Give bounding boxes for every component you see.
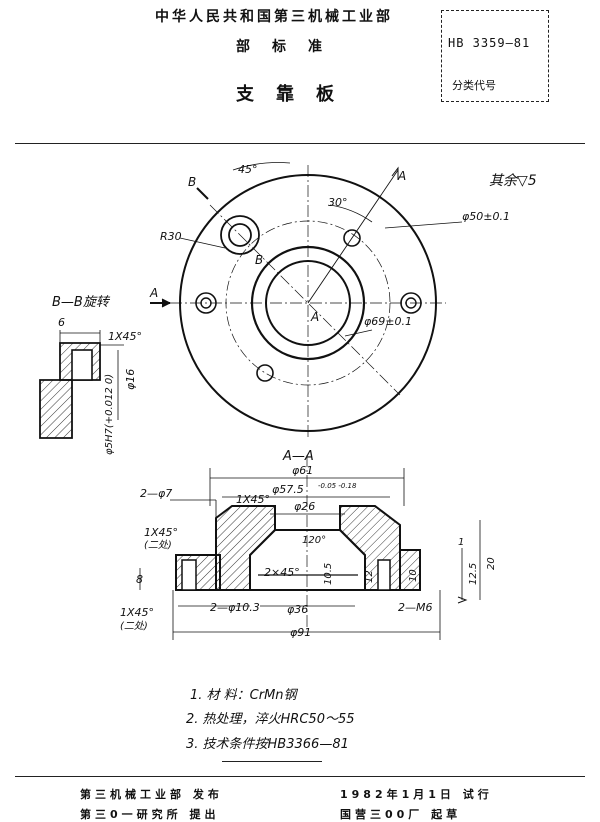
- mark-a-centre: A: [310, 310, 319, 324]
- dia-50-label: φ50±0.1: [462, 210, 510, 223]
- section-aa-title: A—A: [282, 449, 314, 464]
- aa-dia-36: φ36: [287, 603, 308, 616]
- top-view: [150, 162, 463, 440]
- aa-angle-120: 120°: [302, 535, 326, 546]
- aa-dim-12-5: 12.5: [468, 563, 479, 585]
- section-bb-view: [39, 330, 124, 439]
- aa-holes-phi7: 2—φ7: [140, 487, 172, 500]
- ministry-name: 中华人民共和国第三机械工业部: [155, 9, 393, 25]
- aa-holes-phi10-3: 2—φ10.3: [210, 601, 260, 614]
- aa-dia-26: φ26: [294, 500, 315, 513]
- aa-dia-61: φ61: [292, 464, 313, 477]
- issuer: 第三机械工业部 发布: [80, 788, 223, 801]
- mark-a-left: A: [149, 286, 158, 300]
- section-aa-view: [139, 455, 481, 640]
- aa-chamfer-top: 1X45°: [236, 493, 270, 506]
- aa-threads-m6: 2—M6: [398, 601, 433, 614]
- aa-chamfer-2x45: 2×45°: [264, 566, 300, 579]
- footer-divider: [15, 776, 585, 777]
- aa-tol-57-5: -0.05 -0.18: [318, 482, 357, 490]
- aa-dim-10-5: 10.5: [323, 563, 334, 585]
- note-heat-treatment: 2. 热处理，淬火HRC50～55: [186, 712, 355, 727]
- aa-dim-8: 8: [136, 573, 143, 586]
- roughness-note: 其余▽5: [489, 173, 537, 189]
- document-title: 支靠板: [236, 84, 356, 105]
- aa-dim-1: 1: [458, 537, 464, 548]
- section-bb-title: B—B旋转: [52, 295, 111, 310]
- drafter: 国营三00厂 起草: [340, 808, 462, 821]
- notes-end-line: [222, 761, 322, 762]
- bb-dia-16: φ16: [124, 369, 137, 390]
- bb-dim-6: 6: [58, 316, 65, 329]
- note-technical-conditions: 3. 技术条件按HB3366—81: [186, 737, 349, 752]
- mark-b-top: B: [188, 175, 196, 189]
- note-material: 1. 材 料：CrMn钢: [190, 688, 297, 703]
- mark-b-centre: B: [255, 253, 263, 267]
- aa-dim-12: 12: [364, 570, 375, 583]
- aa-chamfer-left: 1X45°: [144, 526, 178, 539]
- header-divider: [15, 143, 585, 144]
- trial-date: 1982年1月1日 试行: [340, 788, 493, 801]
- aa-dim-10: 10: [408, 569, 419, 582]
- aa-two-places-1: (二处): [144, 539, 172, 551]
- aa-chamfer-bottom-left: 1X45°: [120, 606, 154, 619]
- dia-69-label: φ69±0.1: [364, 315, 412, 328]
- aa-dia-57-5: φ57.5: [272, 483, 304, 496]
- angle-30-label: 30°: [328, 196, 348, 209]
- aa-dia-91: φ91: [290, 626, 311, 639]
- aa-two-places-2: (二处): [120, 620, 148, 632]
- standard-number-box: [441, 10, 549, 102]
- angle-45-label: 45°: [238, 163, 258, 176]
- bb-dia-5h7: φ5H7(+0.012 0): [104, 374, 115, 455]
- proposer: 第三0一研究所 提出: [80, 808, 220, 821]
- aa-dim-20: 20: [486, 557, 497, 570]
- standard-number: HB 3359—81: [448, 36, 531, 50]
- classification-code-label: 分类代号: [452, 79, 496, 92]
- radius-label: R30: [160, 230, 182, 243]
- bb-chamfer: 1X45°: [108, 330, 142, 343]
- mark-a-top: A: [397, 169, 406, 183]
- standard-level: 部标准: [236, 39, 344, 55]
